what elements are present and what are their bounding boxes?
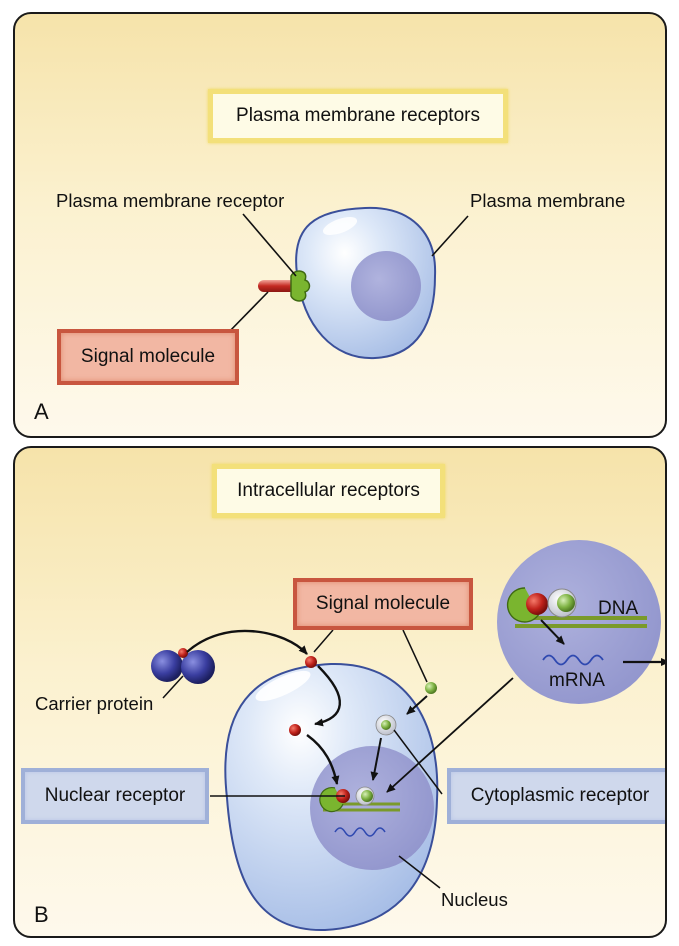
cytoplasmic-receptor-label: Cytoplasmic receptor — [447, 768, 665, 824]
membrane-receptor-shape — [290, 270, 311, 302]
signal-red-outside — [305, 656, 317, 668]
cell-highlight — [322, 216, 358, 236]
nucleus-a — [351, 251, 421, 321]
cytoplasmic-receptor-complex — [381, 720, 391, 730]
cell-a — [345, 190, 365, 210]
panel-letter-a: A — [34, 399, 49, 424]
panel-a: Plasma membrane receptors Plasma membran… — [13, 12, 667, 438]
carrier-ball-left — [151, 650, 183, 682]
plasma-membrane-receptor-label: Plasma membrane receptor — [56, 190, 285, 211]
nucleus-label: Nucleus — [441, 889, 508, 910]
panel-b-title: Intracellular receptors — [212, 464, 445, 518]
plasma-membrane-label: Plasma membrane — [470, 190, 626, 211]
nucleus-inset — [497, 540, 661, 704]
mrna-label: mRNA — [549, 670, 605, 691]
carrier-protein-label: Carrier protein — [35, 693, 154, 714]
cytoplasmic-receptor-ball — [361, 790, 373, 802]
signal-molecule-label-b: Signal molecule — [293, 578, 473, 630]
carrier-ball-right — [181, 650, 215, 684]
panel-letter-b: B — [34, 902, 49, 927]
nuclear-receptor-label: Nuclear receptor — [21, 768, 209, 824]
signal-molecule-label-a: Signal molecule — [57, 329, 239, 385]
panel-b-illustration — [151, 540, 665, 932]
panel-a-illustration — [224, 190, 469, 360]
panel-a-title: Plasma membrane receptors — [208, 89, 508, 143]
dna-label: DNA — [598, 598, 639, 619]
nucleus-mrna-wave — [334, 827, 386, 837]
panel-b: Intracellular receptors Signal molecule … — [13, 446, 667, 938]
inset-mrna-wave — [542, 654, 604, 666]
signal-green-outside — [425, 682, 437, 694]
signal-red-inside — [289, 724, 301, 736]
